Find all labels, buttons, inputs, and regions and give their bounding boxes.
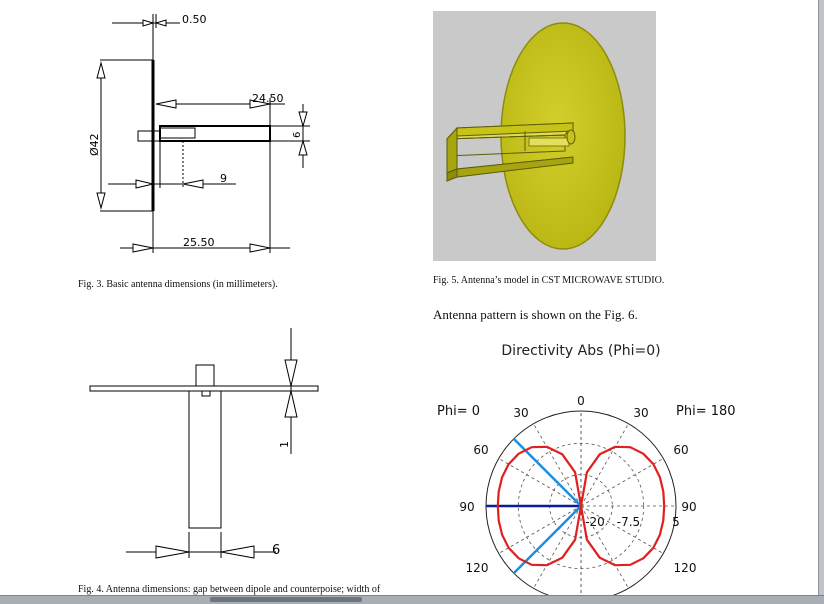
chart-right-label: Phi= 180 xyxy=(676,404,736,419)
angle-label-0: 0 xyxy=(577,394,585,408)
radial-tick-label: -7.5 xyxy=(617,515,640,529)
directivity-polar-chart: Directivity Abs (Phi=0) Phi= 0 Phi= 180 … xyxy=(437,343,736,597)
chart-title: Directivity Abs (Phi=0) xyxy=(501,343,660,359)
angle-label-90-left: 90 xyxy=(459,500,474,514)
antenna-model-image xyxy=(445,22,626,250)
horizontal-scrollbar[interactable] xyxy=(0,595,824,604)
radial-tick-label: 5 xyxy=(672,515,680,529)
polar-grid-spoke xyxy=(533,423,582,507)
fig3-dim-height: 6 xyxy=(292,132,303,138)
fig3-dim-gap: 9 xyxy=(220,172,227,185)
polar-grid-spoke xyxy=(580,505,664,554)
horizontal-scrollbar-thumb[interactable] xyxy=(210,597,362,602)
angle-label-120-left: 120 xyxy=(466,561,489,575)
fig3-caption: Fig. 3. Basic antenna dimensions (in mil… xyxy=(78,279,278,290)
body-paragraph: Antenna pattern is shown on the Fig. 6. xyxy=(433,307,638,322)
fig5-caption: Fig. 5. Antenna’s model in CST MICROWAVE… xyxy=(433,275,665,286)
window-scrollbar-right[interactable] xyxy=(818,0,824,603)
angle-label-120-right: 120 xyxy=(674,561,697,575)
chart-left-label: Phi= 0 xyxy=(437,404,480,419)
fig4-drawing: 1 6 xyxy=(89,328,319,559)
fig3-dim-top: 0.50 xyxy=(182,13,207,26)
polar-grid-spoke xyxy=(580,505,629,589)
fig3-dim-total: 25.50 xyxy=(183,236,215,249)
angle-label-90-right: 90 xyxy=(681,500,696,514)
angle-label-30-left: 30 xyxy=(513,406,528,420)
fig4-caption: Fig. 4. Antenna dimensions: gap between … xyxy=(78,584,381,595)
polar-grid: 0 30 30 60 60 90 90 120 120 -20 -7.5 5 xyxy=(459,394,697,597)
polar-grid-spoke xyxy=(498,505,582,554)
polar-grid-spoke xyxy=(533,505,582,589)
fig3-drawing: 0.50 Ø42 24.50 6 9 25.50 xyxy=(88,13,310,253)
fig5-render xyxy=(433,11,656,261)
directivity-curve xyxy=(496,445,666,567)
angle-label-60-left: 60 xyxy=(473,443,488,457)
radial-tick-label: -20 xyxy=(585,515,605,529)
angle-label-30-right: 30 xyxy=(633,406,648,420)
fig4-dim-width: 6 xyxy=(272,543,280,558)
angle-label-60-right: 60 xyxy=(673,443,688,457)
fig3-dim-length: 24.50 xyxy=(252,92,284,105)
polar-grid-spoke xyxy=(580,458,664,507)
fig3-dim-diameter: Ø42 xyxy=(88,133,101,156)
polar-grid-spoke xyxy=(498,458,582,507)
polar-grid-spoke xyxy=(580,423,629,507)
fig4-dim-gap: 1 xyxy=(278,441,291,448)
